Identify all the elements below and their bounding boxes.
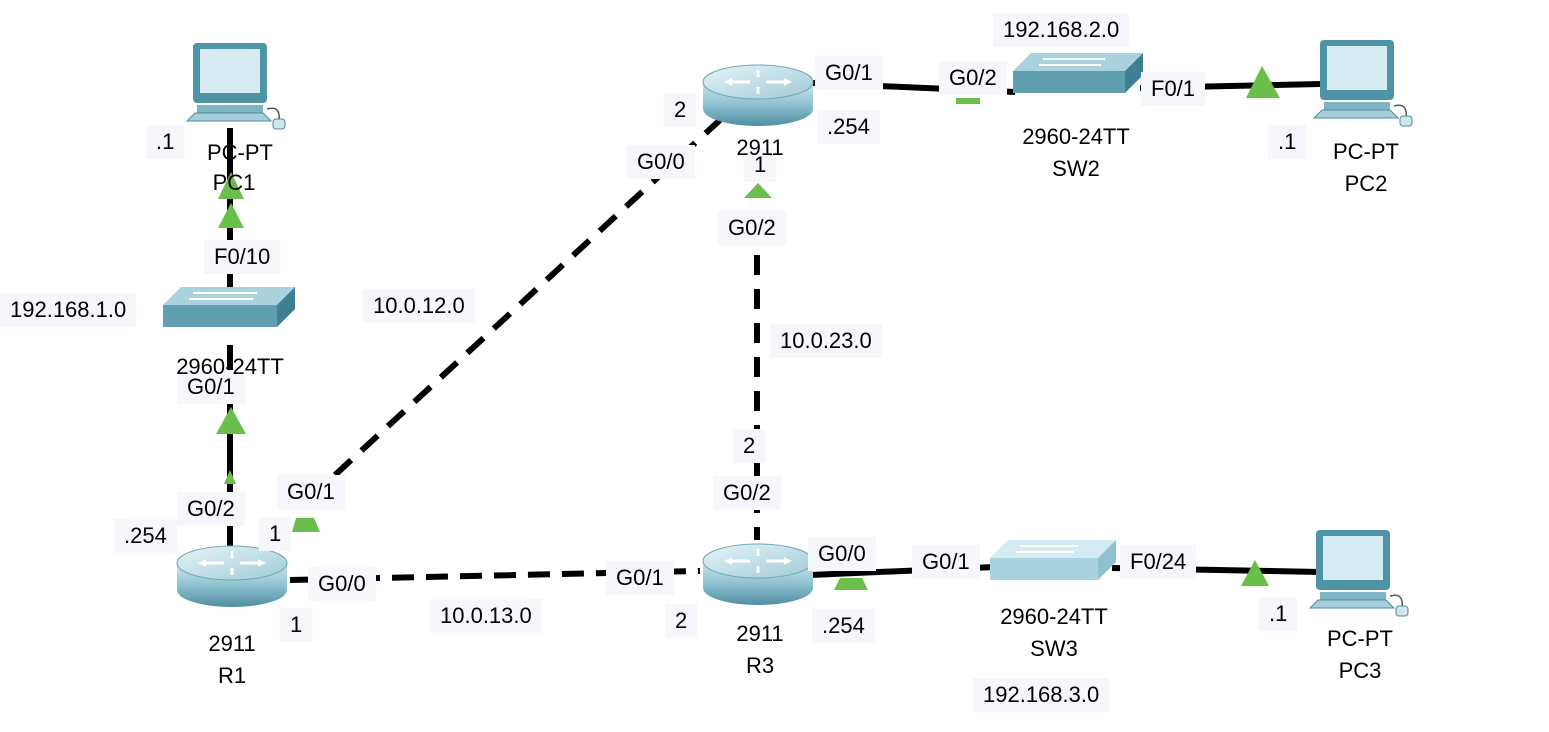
interface-label-pc1-sw1: F0/10 bbox=[204, 240, 281, 274]
interface-label-r1-r2: G0/1 bbox=[277, 475, 345, 509]
network-label-lan3: 192.168.3.0 bbox=[973, 678, 1110, 712]
network-label-r2-r3: 10.0.23.0 bbox=[770, 324, 882, 358]
interface-label-sw3-r3: G0/1 bbox=[912, 545, 980, 579]
link-up-indicator bbox=[216, 407, 246, 434]
device-name-sw3: SW3 bbox=[1030, 636, 1078, 661]
sw1-icon[interactable] bbox=[163, 287, 295, 327]
device-model-r1: 2911 bbox=[208, 631, 256, 656]
pc2-icon[interactable] bbox=[1312, 40, 1413, 127]
network-label-lan1: 192.168.1.0 bbox=[0, 293, 137, 327]
device-model-pc2: PC-PT bbox=[1333, 139, 1399, 164]
device-model-sw1: 2960-24TT bbox=[176, 354, 284, 379]
device-model-sw3: 2960-24TT bbox=[1000, 604, 1108, 629]
link-up-indicator bbox=[224, 470, 236, 484]
address-label-r1-to-r2: 1 bbox=[259, 517, 292, 551]
address-label-r3-lan: .254 bbox=[812, 609, 875, 643]
address-label-r1-to-r3: 1 bbox=[280, 608, 313, 642]
pc3-icon[interactable] bbox=[1308, 530, 1409, 617]
device-name-pc1: PC1 bbox=[212, 170, 256, 195]
sw3-icon[interactable] bbox=[990, 540, 1116, 580]
address-label-r2-to-r3: 1 bbox=[744, 148, 777, 182]
link-r1-r2 bbox=[332, 117, 723, 478]
interface-label-r2-sw2: G0/1 bbox=[815, 56, 883, 90]
device-model-sw2: 2960-24TT bbox=[1022, 124, 1130, 149]
interface-label-sw2-pc2: F0/1 bbox=[1141, 72, 1206, 106]
address-label-r2-to-r1: 2 bbox=[664, 93, 697, 127]
link-status-indicators bbox=[216, 66, 1280, 590]
pc1-icon[interactable] bbox=[185, 43, 286, 130]
interface-label-r2-r1: G0/0 bbox=[627, 145, 695, 179]
address-label-r1-lan: .254 bbox=[114, 519, 177, 553]
interface-label-r3-r1: G0/1 bbox=[606, 561, 674, 595]
link-up-indicator bbox=[1246, 66, 1280, 98]
address-label-pc1: .1 bbox=[146, 125, 185, 159]
device-name-sw2: SW2 bbox=[1052, 156, 1100, 181]
device-name-pc2: PC2 bbox=[1344, 171, 1388, 196]
link-up-indicator bbox=[292, 518, 320, 532]
device-model-pc1: PC-PT bbox=[207, 140, 273, 165]
interface-label-r1-r3: G0/0 bbox=[308, 567, 376, 601]
network-label-lan2: 192.168.2.0 bbox=[993, 13, 1130, 47]
interface-label-r1-sw1: G0/2 bbox=[177, 492, 245, 526]
link-up-indicator bbox=[1241, 560, 1269, 586]
interface-label-sw3-pc3: F0/24 bbox=[1120, 545, 1197, 579]
link-up-indicator bbox=[218, 172, 244, 199]
device-name-r1: R1 bbox=[217, 663, 247, 688]
sw2-icon[interactable] bbox=[1013, 53, 1143, 93]
address-label-r3-to-r2: 2 bbox=[733, 429, 766, 463]
devices bbox=[163, 40, 1413, 617]
device-model-r2: 2911 bbox=[736, 135, 784, 160]
interface-label-r2-r3: G0/2 bbox=[718, 211, 786, 245]
link-up-indicator bbox=[834, 578, 868, 590]
link-up-indicator bbox=[218, 203, 244, 228]
r2-icon[interactable] bbox=[702, 64, 814, 126]
address-label-r2-lan: .254 bbox=[817, 110, 880, 144]
interface-label-r3-r2: G0/2 bbox=[713, 476, 781, 510]
address-label-r3-to-r1: 2 bbox=[665, 604, 698, 638]
r3-icon[interactable] bbox=[702, 543, 814, 605]
interface-label-sw1-r1: G0/1 bbox=[177, 370, 245, 404]
network-label-r1-r3: 10.0.13.0 bbox=[430, 599, 542, 633]
network-label-r1-r2: 10.0.12.0 bbox=[363, 289, 475, 323]
link-up-indicator bbox=[744, 183, 772, 198]
address-label-pc3: .1 bbox=[1259, 597, 1298, 631]
device-model-pc3: PC-PT bbox=[1327, 626, 1393, 651]
r1-icon[interactable] bbox=[176, 545, 288, 607]
device-model-r3: 2911 bbox=[736, 621, 784, 646]
device-name-r3: R3 bbox=[745, 653, 775, 678]
address-label-pc2: .1 bbox=[1268, 125, 1307, 159]
interface-label-r3-sw3: G0/0 bbox=[808, 537, 876, 571]
link-up-indicator bbox=[956, 98, 980, 104]
device-name-pc3: PC3 bbox=[1338, 658, 1382, 683]
interface-label-sw2-r2: G0/2 bbox=[939, 61, 1007, 95]
